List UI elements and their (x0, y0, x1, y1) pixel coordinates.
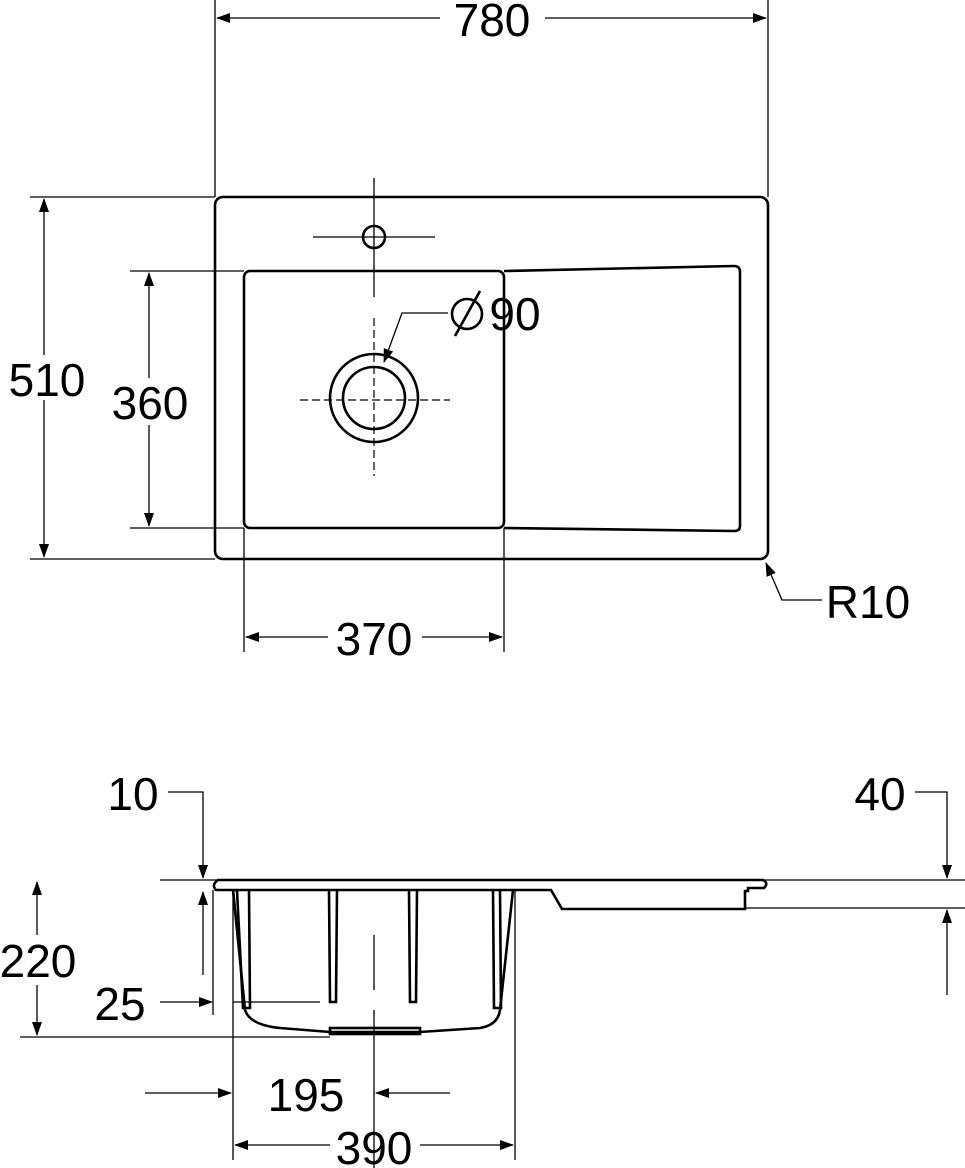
dimension-label: 370 (336, 613, 413, 665)
bowl-profile (231, 889, 515, 1034)
dimension-bowl-depth: 360 (112, 270, 244, 529)
dimension-drain-diameter: 90 (383, 288, 541, 363)
dimension-label: 25 (94, 978, 145, 1030)
side-view: 10 40 220 25 195 390 (0, 768, 965, 1168)
sink-outline (213, 195, 770, 561)
dimension-bowl-height: 220 (0, 881, 76, 1036)
dimension-label: 10 (107, 768, 158, 820)
dimension-rim-thickness: 10 (107, 768, 208, 975)
dimension-label: 780 (454, 0, 531, 46)
rim-outline (212, 878, 768, 911)
dimension-drainer-depth: 40 (854, 768, 952, 995)
dimension-label: 90 (489, 288, 540, 340)
dimension-overall-width: 780 (214, 0, 769, 197)
diameter-symbol-icon (450, 297, 484, 331)
top-view: 780 510 360 370 (9, 0, 910, 665)
dimension-label: 220 (0, 935, 76, 987)
dimension-overall-depth: 510 (9, 196, 215, 560)
dimension-wall-offset: 25 (94, 978, 320, 1030)
dimension-drain-center: 195 (145, 1069, 450, 1121)
dimension-label: 390 (336, 1122, 413, 1168)
dimension-label: 510 (9, 354, 86, 406)
dimension-label: R10 (826, 576, 910, 628)
dimension-label: 360 (112, 377, 189, 429)
dimension-bowl-width: 370 (243, 528, 505, 665)
dimension-label: 195 (268, 1069, 345, 1121)
dimension-label: 40 (854, 768, 905, 820)
dimension-corner-radius: R10 (765, 562, 910, 628)
drainer-outline (503, 264, 742, 533)
dimension-bowl-outer-width: 390 (234, 1122, 514, 1168)
